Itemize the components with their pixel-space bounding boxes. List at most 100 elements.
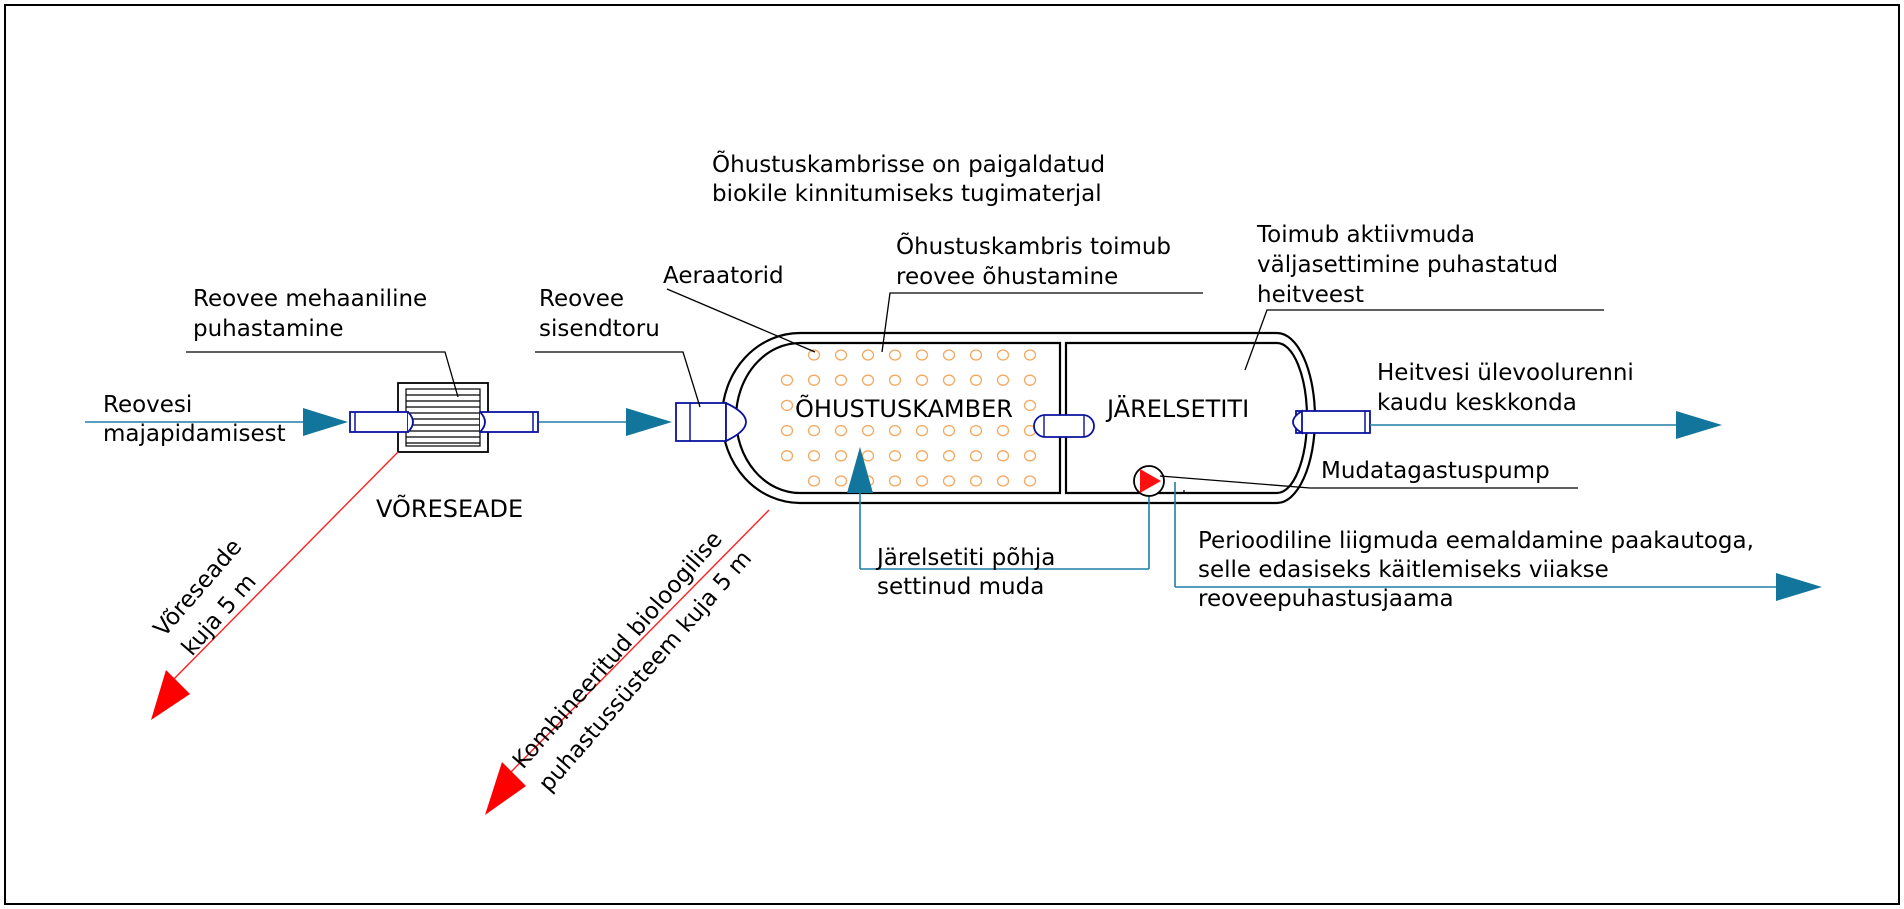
sludge-pump <box>1133 465 1165 497</box>
aerator-dot <box>996 374 1010 386</box>
aerator-dot <box>996 349 1010 361</box>
aerator-dot <box>969 475 983 487</box>
aerator-dot <box>969 374 983 386</box>
inflow-label-2: majapidamisest <box>103 421 286 447</box>
aerator-dot <box>915 374 929 386</box>
screen-outlet-pipe <box>479 411 539 433</box>
transfer-pipe <box>1033 414 1095 438</box>
settling-label-2: väljasettimine puhastatud <box>1257 252 1558 278</box>
support-material-label-1: Õhustuskambrisse on paigaldatud <box>712 149 1105 178</box>
aerators-label: Aeraatorid <box>663 263 784 289</box>
aerator-dot <box>780 424 794 437</box>
aerator-dot <box>969 349 983 361</box>
mechanical-label-1: Reovee mehaaniline <box>193 286 427 312</box>
aerator-dot <box>996 450 1010 462</box>
effluent-label-2: kaudu keskkonda <box>1377 390 1577 416</box>
aerator-dot <box>888 349 902 361</box>
aerator-dot <box>915 475 929 487</box>
outlet-pipe <box>1292 409 1722 439</box>
aerator-dot <box>807 349 821 361</box>
aerator-dot <box>807 374 821 386</box>
sludge-return <box>847 447 1150 570</box>
return-sludge-label-2: settinud muda <box>877 574 1044 600</box>
aerator-dot <box>834 374 848 386</box>
system-distance-label-2: puhastussüsteem kuja 5 m <box>534 546 757 797</box>
aerator-dot <box>861 424 875 437</box>
mechanical-label-2: puhastamine <box>193 316 343 342</box>
pump-triangle <box>1140 469 1161 493</box>
leader-lines <box>186 288 1604 493</box>
excess-sludge-label-1: Perioodiline liigmuda eemaldamine paakau… <box>1198 528 1754 554</box>
aerator-dot <box>915 349 929 361</box>
excess-sludge-label-3: reoveepuhastusjaama <box>1198 586 1454 612</box>
aerator-dot <box>780 374 794 386</box>
aerator-dot <box>834 450 848 462</box>
aerator-dot <box>915 424 929 437</box>
distance-screen <box>151 451 399 720</box>
aerator-dot <box>1023 349 1037 361</box>
aerator-dot <box>942 374 956 386</box>
support-material-label-2: biokile kinnitumiseks tugimaterjal <box>712 181 1102 207</box>
aerator-dot <box>1023 374 1037 386</box>
aerator-dot <box>861 374 875 386</box>
aerator-dot <box>942 475 956 487</box>
excess-sludge-arrow <box>1776 573 1822 601</box>
aerator-dot <box>888 450 902 462</box>
aerator-dot <box>888 424 902 437</box>
screen-device <box>349 382 539 453</box>
inflow <box>85 408 672 436</box>
aerator-dot <box>861 450 875 462</box>
distance-system-arrow <box>485 762 526 815</box>
aerator-dot <box>834 424 848 437</box>
aerator-dot <box>1023 475 1037 487</box>
aerator-dot <box>888 374 902 386</box>
settling-label-3: heitveest <box>1257 282 1364 308</box>
inlet-label-1: Reovee <box>539 286 624 312</box>
inlet-arrow <box>626 408 672 436</box>
clarifier-label: JÄRELSETITI <box>1105 394 1249 423</box>
pump-label: Mudatagastuspump <box>1321 458 1550 484</box>
sludge-return-arrow <box>847 447 873 493</box>
aerator-dot <box>807 450 821 462</box>
aerator-dot <box>969 450 983 462</box>
aerator-dot <box>942 424 956 437</box>
aeration-chamber-label: ÕHUSTUSKAMBER <box>795 393 1013 423</box>
excess-sludge-label-2: selle edasiseks käitlemiseks viiakse <box>1198 557 1609 583</box>
excess-sludge <box>1174 482 1822 601</box>
frame <box>4 4 1900 905</box>
return-sludge-label-1: Järelsetiti põhja <box>875 545 1055 571</box>
aerator-dot <box>834 349 848 361</box>
aerators <box>780 349 1037 487</box>
aerator-dot <box>780 450 794 462</box>
system-distance-label-1: Kombineeritud bioloogilise <box>508 527 728 774</box>
inlet-label-2: sisendtoru <box>539 316 660 342</box>
aeration-process-label-2: reovee õhustamine <box>896 264 1118 290</box>
settling-label-1: Toimub aktiivmuda <box>1256 222 1475 248</box>
effluent-label-1: Heitvesi ülevoolurenni <box>1377 360 1634 386</box>
aerator-dot <box>969 424 983 437</box>
tank-inlet-pipe <box>675 401 747 443</box>
inflow-label-1: Reovesi <box>103 392 192 418</box>
aerator-dot <box>888 475 902 487</box>
effluent-arrow <box>1676 411 1722 439</box>
inflow-arrow <box>303 408 348 436</box>
aerator-dot <box>996 424 1010 437</box>
screen-inlet-pipe <box>349 411 409 433</box>
aerator-dot <box>996 475 1010 487</box>
distance-system <box>485 509 770 815</box>
aerator-dot <box>780 399 794 412</box>
distance-screen-arrow <box>151 670 190 720</box>
aeration-process-label-1: Õhustuskambris toimub <box>896 231 1171 260</box>
aerator-dot <box>915 450 929 462</box>
aerator-dot <box>861 349 875 361</box>
aerator-dot <box>834 475 848 487</box>
screen-device-label: VÕRESEADE <box>376 493 523 523</box>
aerator-dot <box>942 349 956 361</box>
aerator-dot <box>942 450 956 462</box>
aerator-dot <box>807 424 821 437</box>
aerator-dot <box>807 475 821 487</box>
aerator-dot <box>1023 399 1037 412</box>
aerator-dot <box>1023 450 1037 462</box>
tank-outer <box>720 331 1317 505</box>
